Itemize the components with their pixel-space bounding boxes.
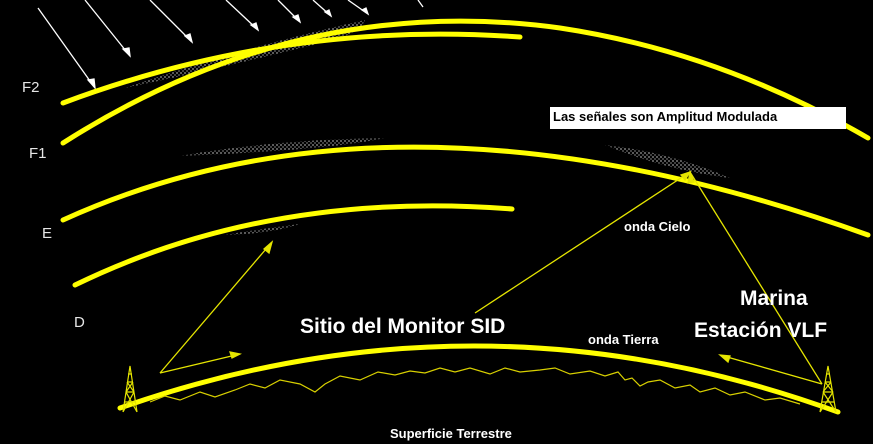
f1-layer-curve [60,18,871,146]
f1-layer-label: F1 [29,145,47,162]
ground-wave-label: onda Tierra [588,332,659,347]
earth-surface-curve [117,343,841,415]
earth-surface-label: Superficie Terrestre [390,426,512,441]
vlf-station-label-line2: Estación VLF [694,319,828,342]
radio-tower-icon [122,365,138,413]
radio-tower-icon [819,365,837,413]
f2-layer-label: F2 [22,79,40,96]
sid-site-label: Sitio del Monitor SID [300,315,506,338]
sun-rays [37,0,424,90]
e-layer-label: E [42,225,53,242]
wave-paths [159,169,823,385]
terrain-outline [149,367,801,405]
d-layer-label: D [74,314,85,331]
am-note-box [550,107,846,129]
ionosphere-layers [60,18,871,415]
sky-wave-label: onda Cielo [624,219,691,234]
d-layer-curve [72,203,515,288]
e-layer-curve [60,144,871,238]
vlf-station-label-line1: Marina [740,287,808,310]
am-note-label: Las señales son Amplitud Modulada [553,109,778,124]
